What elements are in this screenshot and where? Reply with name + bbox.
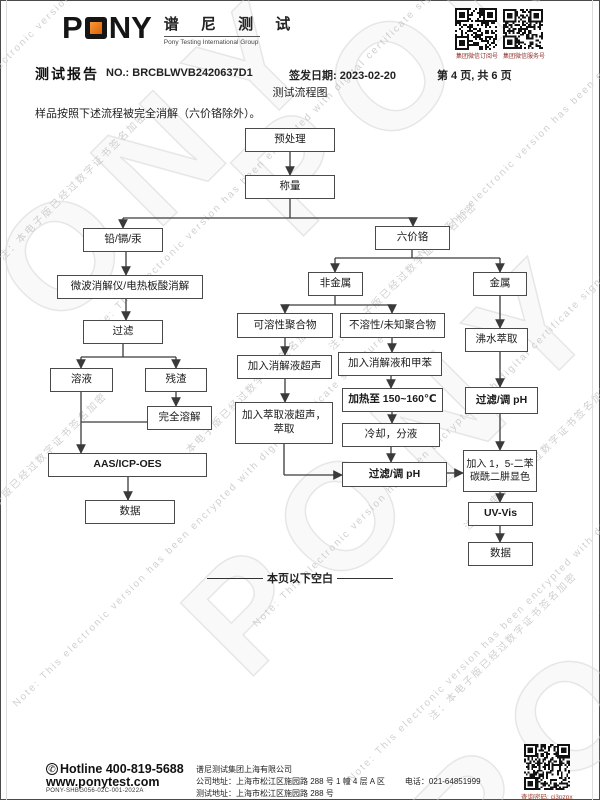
end-note-dash-left (207, 577, 263, 579)
report-number: NO.: BRCBLWVB2420637D1 (106, 67, 253, 79)
query-qr-code (524, 744, 570, 790)
flow-node-data-right: 数据 (468, 542, 533, 566)
hotline-text: Hotline 400-819-5688 (60, 762, 184, 776)
flow-node-complete-dissolution: 完全溶解 (147, 406, 212, 430)
logo-letter-p: P (62, 10, 83, 45)
wechat-subscribe-qr-code (455, 8, 497, 50)
company-address-line: 公司地址：上海市松江区施园路 288 号 1 幢 4 层 A 区 电话：021-6… (196, 776, 481, 787)
page-indicator: 第 4 页, 共 6 页 (437, 70, 512, 82)
logo-letter-y: Y (131, 10, 152, 45)
flow-node-data-left: 数据 (85, 500, 175, 524)
end-note-text: 本页以下空白 (267, 573, 333, 585)
flow-node-insoluble-polymer: 不溶性/未知聚合物 (340, 313, 445, 338)
document-code: PONY-SHBG056-02C-001-2022A (46, 788, 144, 794)
issue-date: 签发日期: 2023-02-20 (289, 70, 396, 82)
end-of-page-note: 本页以下空白 (0, 570, 600, 586)
intro-text: 样品按照下述流程被完全消解（六价铬除外）。 (35, 108, 261, 120)
flow-node-add-digest-toluene: 加入消解液和甲苯 (338, 352, 442, 376)
company-phone: 电话：021-64851999 (404, 777, 481, 786)
company-name: 谱尼测试集团上海有限公司 (196, 765, 292, 774)
wechat-subscribe-caption: 集团微信订阅号 (456, 54, 499, 60)
flow-node-soluble-polymer: 可溶性聚合物 (237, 313, 333, 338)
flow-node-filter: 过滤 (83, 320, 163, 344)
logo-chinese-name: 谱 尼 测 试 (163, 16, 300, 33)
flow-node-residue: 残渣 (145, 368, 207, 392)
flow-node-solution: 溶液 (50, 368, 113, 392)
report-title: 测试报告 (35, 66, 99, 82)
company-address: 公司地址：上海市松江区施园路 288 号 1 幢 4 层 A 区 (196, 777, 385, 786)
test-address: 测试地址：上海市松江区施园路 288 号 (196, 789, 334, 798)
logo-letter-n: N (108, 10, 132, 45)
page-edge-left (6, 0, 7, 800)
flow-node-hexavalent-chromium: 六价铬 (375, 226, 450, 250)
flow-node-weighing: 称量 (245, 175, 335, 199)
hotline-line: ✆Hotline 400-819-5688 (46, 762, 184, 776)
wechat-service-caption: 集团微信服务号 (503, 54, 546, 60)
logo-english-tagline: Pony Testing International Group (163, 39, 259, 46)
end-note-dash-right (337, 577, 393, 579)
flow-node-pb-cd-hg: 铅/镉/汞 (83, 228, 163, 252)
flow-node-nonmetal: 非金属 (308, 272, 363, 296)
phone-icon: ✆ (46, 763, 58, 775)
wechat-service-qr-code (503, 9, 543, 49)
flow-node-filter-adjust-ph-right: 过滤/调 pH (465, 387, 538, 414)
flowchart-subtitle: 测试流程图 (272, 87, 328, 99)
flow-node-pretreatment: 预处理 (245, 128, 335, 152)
flow-node-metal: 金属 (473, 272, 527, 296)
flow-node-uv-vis: UV-Vis (468, 502, 533, 526)
logo-letter-o-icon (84, 17, 107, 39)
flow-node-extraction-ultrasonic: 加入萃取液超声，萃取 (235, 402, 333, 444)
query-password-caption: 查询密码: ci3pzpx (521, 794, 573, 800)
flow-node-aas-icp-oes: AAS/ICP-OES (48, 453, 207, 477)
flow-node-add-digest-ultrasonic: 加入消解液超声 (237, 355, 332, 379)
flow-node-microwave-digestion: 微波消解仪/电热板酸消解 (57, 275, 203, 299)
flow-node-heat-150-160: 加热至 150~160℃ (342, 388, 443, 412)
flow-node-cool-separate: 冷却，分液 (342, 423, 440, 447)
flow-node-diphenylcarbazide-color: 加入 1，5-二苯碳酰二肼显色 (463, 450, 537, 492)
flow-node-boiling-water-extraction: 沸水萃取 (465, 328, 528, 352)
website-text: www.ponytest.com (46, 775, 160, 789)
flow-node-filter-adjust-ph-center: 过滤/调 pH (342, 462, 447, 487)
page-edge-right (592, 0, 593, 800)
logo-divider (163, 36, 260, 37)
logo-chinese-block: 谱 尼 测 试 Pony Testing International Group (163, 10, 300, 46)
